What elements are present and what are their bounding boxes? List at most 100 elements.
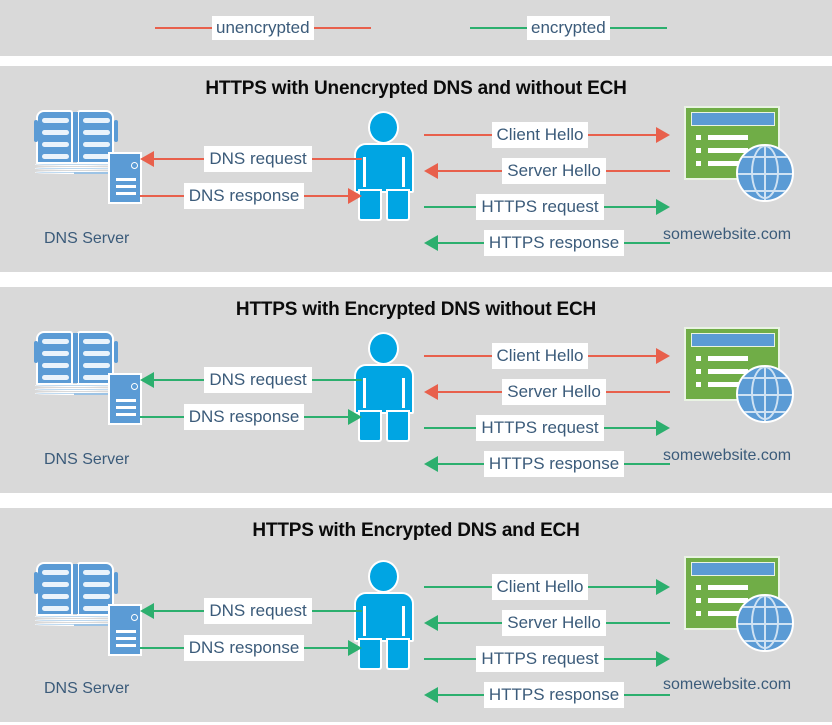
- book-record-line: [42, 570, 69, 575]
- person-arm-gap-left: [363, 606, 366, 636]
- flow-arrow-row: Client Hello: [424, 343, 670, 369]
- server-slot-bar: [116, 399, 136, 402]
- server-tower-icon: [108, 373, 142, 425]
- book-record-line: [42, 363, 69, 368]
- legend-line-right-unencrypted: [313, 27, 371, 29]
- book-record-line: [42, 351, 69, 356]
- arrow-head-right: [656, 127, 670, 143]
- panel-title-3: HTTPS with Encrypted DNS and ECH: [252, 520, 580, 541]
- book-record-line: [83, 118, 110, 123]
- person-arm-gap-left: [363, 378, 366, 408]
- arrow-line-segment: [304, 416, 348, 418]
- arrow-line-segment: [603, 658, 656, 660]
- website-titlebar: [691, 112, 775, 126]
- person-head: [368, 560, 399, 593]
- person-icon: [352, 332, 416, 442]
- website-list-row: [708, 585, 748, 590]
- person-head: [368, 332, 399, 365]
- website-list-row: [708, 598, 748, 603]
- book-record-line: [42, 375, 69, 380]
- arrow-head-left: [424, 235, 438, 251]
- flow-arrow-row: HTTPS response: [424, 451, 671, 477]
- book-record-line: [83, 351, 110, 356]
- server-slot-bar: [116, 637, 136, 640]
- book-edge: [114, 572, 118, 594]
- book-spine: [73, 564, 78, 614]
- book-page-left: [36, 331, 73, 385]
- server-slot-bar: [116, 178, 136, 181]
- legend-label-unencrypted: unencrypted: [212, 16, 314, 40]
- arrow-line-segment: [438, 622, 503, 624]
- arrow-line-segment: [438, 170, 503, 172]
- person-leg-left: [358, 638, 382, 670]
- scenario-panel-3: HTTPS with Encrypted DNS and ECH DNS req…: [0, 508, 832, 722]
- book-spine: [73, 333, 78, 383]
- server-connection-wire: [74, 393, 110, 395]
- book-page-left: [36, 562, 73, 616]
- flow-label: DNS response: [183, 183, 305, 209]
- flow-label: Server Hello: [502, 158, 606, 184]
- server-slot-bar: [116, 630, 136, 633]
- person-icon: [352, 111, 416, 221]
- flow-label: DNS response: [183, 635, 305, 661]
- dns-server-label: DNS Server: [44, 451, 130, 468]
- globe-meridian-ellipse: [751, 596, 779, 649]
- website-icon: [684, 327, 806, 423]
- flow-arrow-row: DNS request: [140, 598, 363, 624]
- flow-arrow-row: DNS response: [140, 183, 362, 209]
- arrow-line-segment: [424, 658, 477, 660]
- arrow-line-segment: [603, 206, 656, 208]
- book-record-line: [42, 339, 69, 344]
- dns-server-icon: [32, 560, 150, 660]
- legend-line-left-unencrypted: [155, 27, 212, 29]
- arrow-line-segment: [140, 416, 184, 418]
- dns-server-label: DNS Server: [44, 680, 130, 697]
- website-list-bullet: [696, 356, 701, 361]
- book-page-fan: [35, 615, 117, 618]
- website-icon: [684, 556, 806, 652]
- flow-arrow-row: HTTPS request: [424, 415, 670, 441]
- flow-label: HTTPS response: [483, 451, 625, 477]
- arrow-head-right: [656, 420, 670, 436]
- book-record-line: [83, 142, 110, 147]
- person-leg-right: [386, 189, 410, 221]
- person-leg-right: [386, 638, 410, 670]
- scenario-panel-1: HTTPS with Unencrypted DNS and without E…: [0, 66, 832, 272]
- arrow-line-segment: [154, 379, 205, 381]
- book-record-line: [83, 594, 110, 599]
- book-spine: [73, 112, 78, 162]
- arrow-line-segment: [438, 463, 484, 465]
- website-window: [684, 327, 780, 401]
- scenario-panel-2: HTTPS with Encrypted DNS without ECH DNS…: [0, 287, 832, 493]
- flow-arrow-row: DNS request: [140, 367, 363, 393]
- arrow-head-right: [348, 188, 362, 204]
- dns-server-icon: [32, 329, 150, 429]
- arrow-line-segment: [624, 242, 671, 244]
- book-page-right: [77, 110, 114, 164]
- flow-label: HTTPS request: [476, 646, 604, 672]
- server-slot-bar: [116, 413, 136, 416]
- website-icon: [684, 106, 806, 202]
- arrow-line-segment: [605, 622, 671, 624]
- flow-arrow-row: Server Hello: [424, 379, 671, 405]
- book-record-line: [42, 118, 69, 123]
- book-page-right: [77, 562, 114, 616]
- book-edge: [114, 341, 118, 363]
- server-slot-bar: [116, 644, 136, 647]
- legend-line-right-encrypted: [609, 27, 667, 29]
- arrow-head-right: [348, 409, 362, 425]
- person-icon: [352, 560, 416, 670]
- server-connection-wire: [74, 172, 110, 174]
- arrow-line-segment: [154, 158, 205, 160]
- book-record-line: [42, 142, 69, 147]
- arrow-head-right: [656, 199, 670, 215]
- flow-label: Client Hello: [491, 574, 589, 600]
- book-record-line: [83, 375, 110, 380]
- dns-server-label: DNS Server: [44, 230, 130, 247]
- website-titlebar: [691, 562, 775, 576]
- book-page-fan: [35, 167, 117, 170]
- flow-label: Client Hello: [491, 343, 589, 369]
- panel-title-1: HTTPS with Unencrypted DNS and without E…: [205, 78, 627, 99]
- flow-label: DNS request: [204, 367, 312, 393]
- flow-label: HTTPS request: [476, 415, 604, 441]
